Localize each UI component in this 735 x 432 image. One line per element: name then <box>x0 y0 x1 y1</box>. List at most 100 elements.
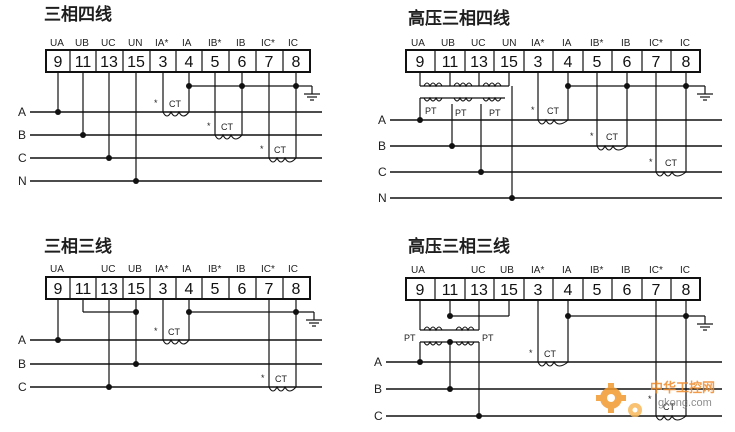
ct-label: CT <box>275 374 287 384</box>
panel-three-phase-four-wire: 三相四线 UA UB UC UN IA* IA IB* IB IC* IC 9 … <box>18 4 322 188</box>
junction-dot <box>476 413 482 419</box>
polarity-mark: * <box>154 98 158 108</box>
ground-icon <box>697 316 713 331</box>
terminal-number: 5 <box>211 281 220 298</box>
bus-label-n: N <box>378 191 387 205</box>
terminal-label: UN <box>128 38 142 49</box>
terminal-label: IC <box>288 264 298 275</box>
terminal-number: 15 <box>500 282 518 299</box>
terminal-label: IC* <box>261 264 275 275</box>
junction-dot <box>293 309 299 315</box>
bus-label-n: N <box>18 174 27 188</box>
junction-dot <box>239 83 245 89</box>
junction-dot <box>449 143 455 149</box>
terminal-label: IC* <box>261 38 275 49</box>
pt-label: PT <box>404 333 416 343</box>
current-wires <box>537 300 705 416</box>
voltage-wires <box>55 72 139 184</box>
terminal-number: 11 <box>75 54 92 71</box>
ct-coil-icon <box>655 170 687 177</box>
ct-coil-icon <box>596 144 628 151</box>
ct-label: CT <box>544 349 556 359</box>
watermark-url: gkong.com <box>658 397 712 409</box>
pt-label: PT <box>425 106 437 116</box>
terminal-block: 9 11 13 15 3 4 5 6 7 8 <box>45 49 311 73</box>
bus-label-b: B <box>378 139 386 153</box>
terminal-block: 9 11 13 15 3 4 5 6 7 8 <box>45 276 311 300</box>
ct-label: CT <box>168 327 180 337</box>
terminal-label: IB* <box>208 38 221 49</box>
bus-label-c: C <box>378 165 387 179</box>
terminal-label: IC* <box>649 265 663 276</box>
junction-dot <box>55 337 61 343</box>
terminal-label: IC <box>680 38 690 49</box>
terminal-label: IB <box>621 265 631 276</box>
ct-label: CT <box>274 145 286 155</box>
pt-label: PT <box>455 108 467 118</box>
terminal-number: 4 <box>564 282 573 299</box>
terminal-label: IA <box>562 38 572 49</box>
terminal-label: IA* <box>155 264 168 275</box>
terminal-number: 5 <box>211 54 220 71</box>
panel-high-voltage-three-phase-three-wire: 高压三相三线 UA UC UB IA* IA IB* IB IC* IC 9 1… <box>374 236 722 423</box>
panel-title: 三相三线 <box>44 236 112 257</box>
ct-label: CT <box>169 99 181 109</box>
terminal-number: 4 <box>185 281 194 298</box>
terminal-label: UC <box>101 38 115 49</box>
terminal-label: UB <box>128 264 142 275</box>
bus-label-a: A <box>18 105 26 119</box>
terminal-label: IA <box>562 265 572 276</box>
terminal-number: 15 <box>127 281 145 298</box>
bus-label-c: C <box>374 409 383 423</box>
pt-coil-icon <box>423 326 443 332</box>
junction-dot <box>133 361 139 367</box>
bus-lines: A B C N <box>378 113 722 205</box>
pt-network: PT PT <box>404 300 510 419</box>
ct-coil-icon <box>214 133 243 140</box>
terminal-label: UB <box>500 265 514 276</box>
terminal-number: 4 <box>564 54 573 71</box>
pt-coil-icon <box>455 326 475 332</box>
ct-coil-icon <box>537 360 569 367</box>
terminal-number: 4 <box>185 54 194 71</box>
ct-coil-icon <box>268 385 297 392</box>
terminal-label: UA <box>50 264 64 275</box>
ground-icon <box>697 86 713 101</box>
terminal-label: IC* <box>649 38 663 49</box>
terminal-label: IA <box>182 264 192 275</box>
junction-dot <box>624 83 630 89</box>
bus-label-a: A <box>18 333 26 347</box>
bus-label-a: A <box>378 113 386 127</box>
bus-label-a: A <box>374 355 382 369</box>
terminal-label: IC <box>680 265 690 276</box>
junction-dot <box>417 359 423 365</box>
terminal-number: 13 <box>100 281 118 298</box>
ct-coils: * CT * CT <box>154 326 297 392</box>
bus-lines: A B C <box>18 333 322 394</box>
junction-dot <box>80 132 86 138</box>
polarity-mark: * <box>648 394 652 404</box>
terminal-labels: UA UC UB IA* IA IB* IB IC* IC <box>411 265 690 276</box>
polarity-mark: * <box>261 373 265 383</box>
terminal-number: 13 <box>470 54 488 71</box>
ground-icon <box>304 86 320 101</box>
ground-icon <box>306 312 322 327</box>
ct-coils: * CT * CT <box>529 348 687 421</box>
terminal-label: UA <box>411 38 425 49</box>
terminal-label: UA <box>411 265 425 276</box>
ct-label: CT <box>221 122 233 132</box>
terminal-number: 7 <box>652 54 661 71</box>
terminal-labels: UA UB UC UN IA* IA IB* IB IC* IC <box>411 38 690 49</box>
terminal-number: 13 <box>470 282 488 299</box>
voltage-wires <box>55 299 139 390</box>
ct-coil-icon <box>537 118 569 125</box>
pt-network: PT PT PT <box>417 72 515 201</box>
terminal-label: UC <box>471 265 485 276</box>
terminal-label: UN <box>502 38 516 49</box>
terminal-strip <box>45 276 311 300</box>
terminal-number: 15 <box>500 54 518 71</box>
terminal-label: IB <box>236 264 246 275</box>
bus-label-b: B <box>374 382 382 396</box>
ct-label: CT <box>547 106 559 116</box>
